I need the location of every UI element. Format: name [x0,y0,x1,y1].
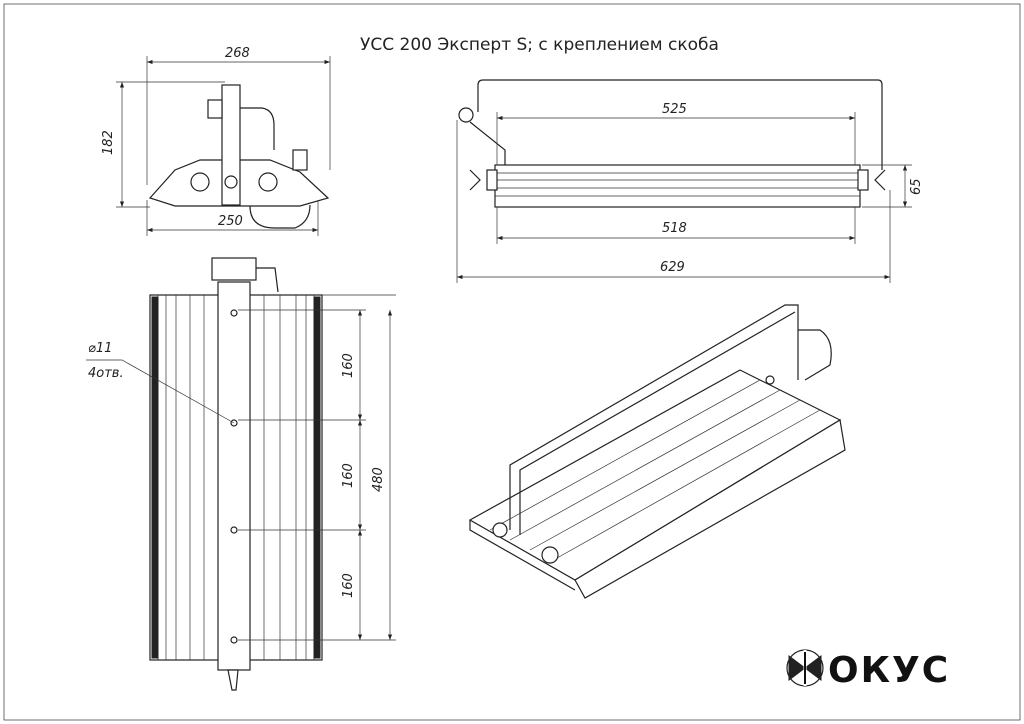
dim-length-inner: 525 [662,102,687,117]
side-view: 525 518 629 65 [456,79,924,283]
drawing-title: УСС 200 Эксперт S; с креплением скоба [360,35,719,55]
focus-logo: ОКУС [786,649,950,691]
dim-width-bottom: 250 [218,214,243,229]
dim-length: 480 [371,467,386,492]
dim-length-total: 629 [660,260,685,275]
end-view: 268 182 250 [101,46,331,236]
front-view: 160 160 160 480 ⌀11 4отв. [86,257,396,691]
dim-width-top: 268 [225,46,250,61]
dim-length-body: 518 [662,221,687,236]
dim-spacing-1: 160 [341,353,356,378]
dim-hole-count: 4отв. [88,366,124,381]
dim-spacing-2: 160 [341,463,356,488]
isometric-view [468,304,846,599]
dim-spacing-3: 160 [341,573,356,598]
logo-text: ОКУС [828,650,950,691]
dim-height-side: 65 [909,178,924,195]
dim-hole-diameter: ⌀11 [88,341,112,356]
dim-height: 182 [101,130,116,155]
sheet-border [3,3,1021,721]
